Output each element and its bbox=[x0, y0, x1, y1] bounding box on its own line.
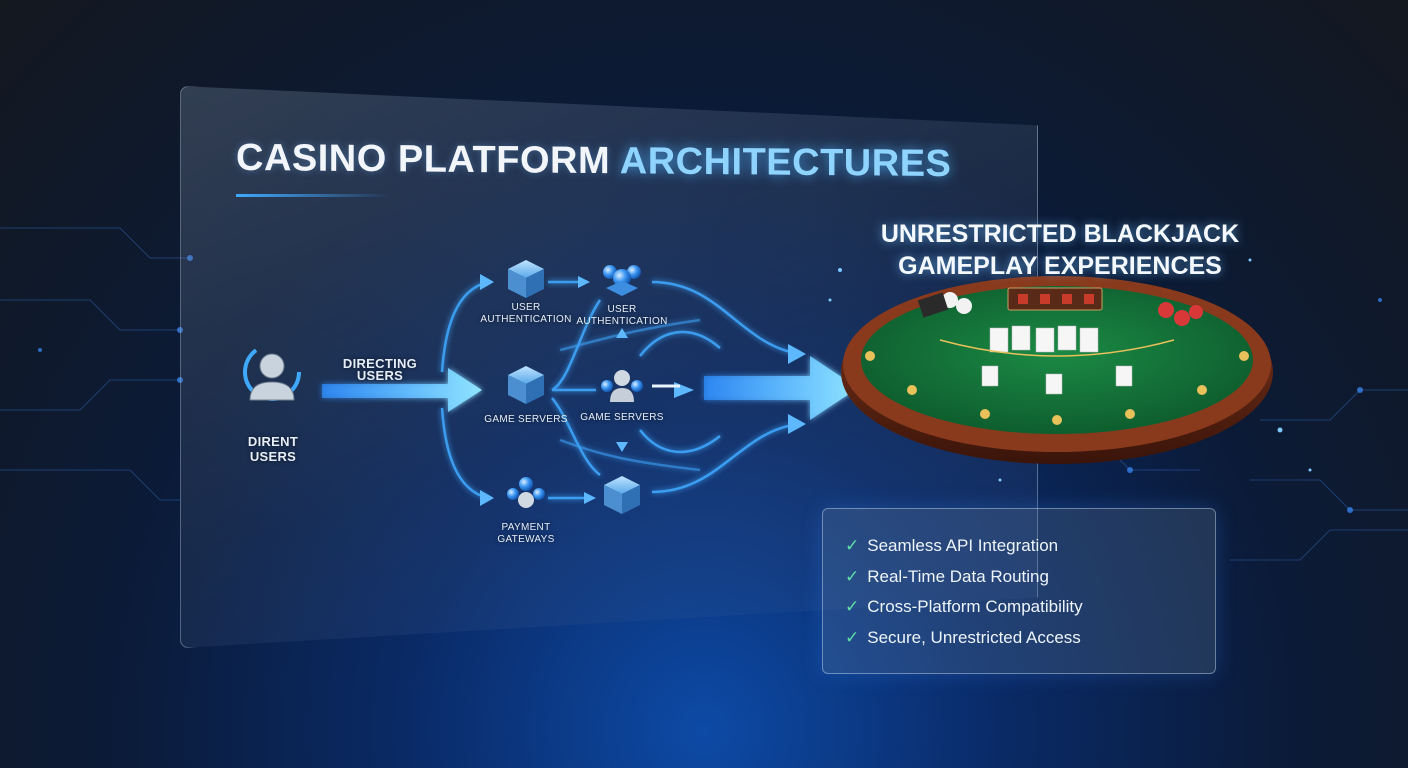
directing-users-label: DIRECTING USERS bbox=[342, 356, 418, 383]
main-arrow-right bbox=[704, 356, 858, 420]
check-icon: ✓ bbox=[845, 566, 860, 586]
feature-item: ✓ Seamless API Integration bbox=[845, 531, 1215, 562]
node-cluster-icon bbox=[507, 477, 545, 508]
title-underline bbox=[236, 194, 390, 197]
feature-text: Real-Time Data Routing bbox=[867, 566, 1049, 586]
node-label-user-auth-1: USER AUTHENTICATION bbox=[480, 302, 572, 325]
table-icon bbox=[841, 276, 1273, 464]
check-icon: ✓ bbox=[845, 597, 860, 617]
sparkles bbox=[828, 258, 1312, 482]
check-icon: ✓ bbox=[845, 627, 860, 647]
circuit-dots bbox=[38, 255, 1382, 513]
node-cluster-icon bbox=[603, 265, 641, 296]
heading-right-line1: UNRESTRICTED BLACKJACK bbox=[880, 220, 1240, 248]
node-cluster-icon bbox=[601, 370, 643, 402]
node-label-user-auth-2: USER AUTHENTICATION bbox=[576, 304, 668, 327]
cube-icon bbox=[604, 476, 640, 514]
user-icon bbox=[243, 343, 301, 401]
source-label: DIRENT USERS bbox=[247, 434, 299, 464]
features-panel: ✓ Seamless API Integration ✓ Real-Time Dat… bbox=[822, 508, 1216, 674]
heading-right-line2: GAMEPLAY EXPERIENCES bbox=[898, 252, 1222, 280]
feature-text: Cross-Platform Compatibility bbox=[867, 597, 1083, 617]
features-list: ✓ Seamless API Integration ✓ Real-Time Dat… bbox=[823, 509, 1215, 653]
node-label-payment-gateways: PAYMENT GATEWAYS bbox=[497, 522, 555, 545]
feature-item: ✓ Cross-Platform Compatibility bbox=[845, 592, 1215, 623]
feature-text: Secure, Unrestricted Access bbox=[867, 627, 1081, 647]
node-label-game-servers-2: GAME SERVERS bbox=[580, 412, 664, 423]
feature-item: ✓ Real-Time Data Routing bbox=[845, 562, 1215, 593]
cube-icon bbox=[508, 366, 544, 404]
directing-arrow bbox=[322, 368, 482, 412]
circuit-lines bbox=[0, 227, 1408, 561]
feature-text: Seamless API Integration bbox=[867, 536, 1059, 556]
branch-lines bbox=[440, 280, 801, 500]
arrow-heads bbox=[480, 274, 806, 506]
node-label-game-servers-1: GAME SERVERS bbox=[484, 414, 568, 425]
cube-icon bbox=[508, 260, 544, 298]
feature-item: ✓ Secure, Unrestricted Access bbox=[845, 623, 1215, 654]
check-icon: ✓ bbox=[845, 536, 860, 556]
heading-right: UNRESTRICTED BLACKJACK GAMEPLAY EXPERIEN… bbox=[860, 218, 1260, 282]
